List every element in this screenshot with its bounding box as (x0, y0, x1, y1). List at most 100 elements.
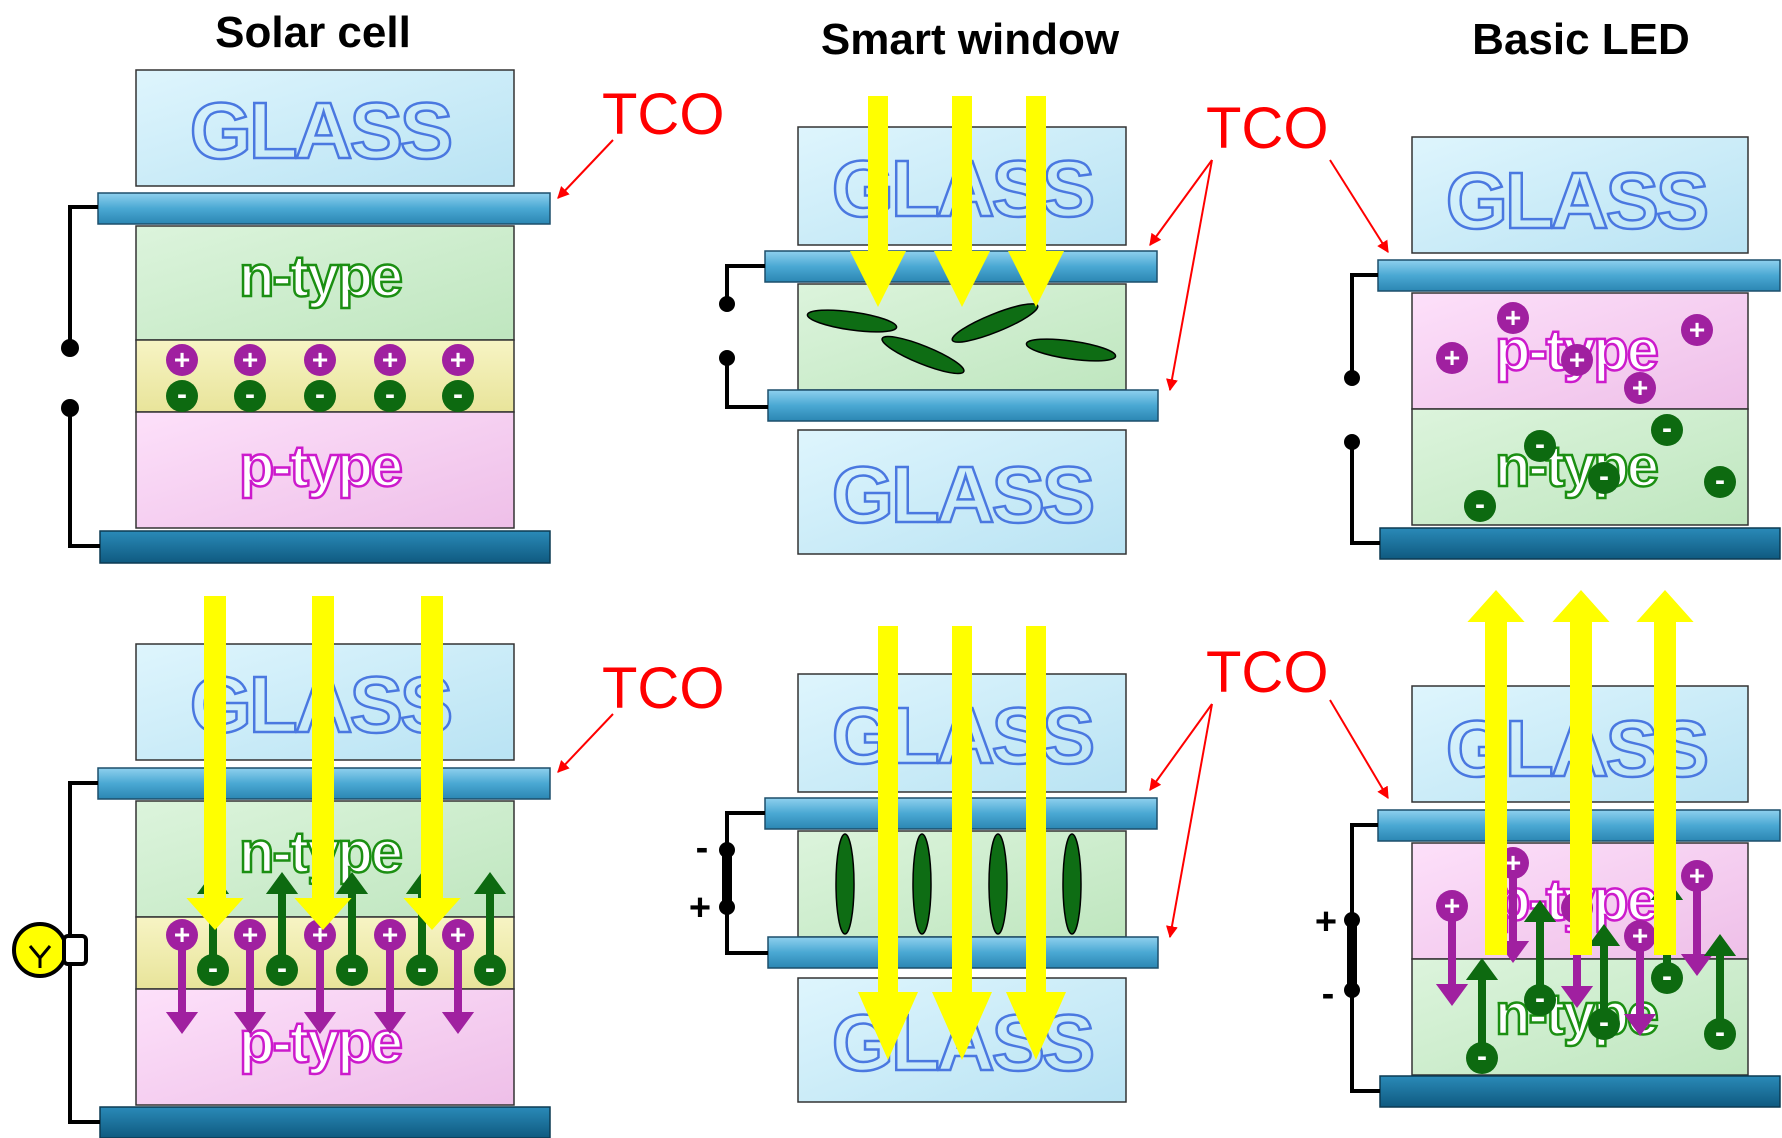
tco-pointer (557, 713, 614, 773)
svg-text:+: + (312, 344, 328, 375)
hole-charge: + (166, 344, 198, 376)
hole-drift-arrow (373, 950, 407, 1034)
electron-charge: - (266, 952, 298, 986)
hole-drift-arrow (1680, 888, 1714, 976)
terminal-dot (1344, 982, 1360, 998)
hole-drift-arrow (441, 950, 475, 1034)
svg-text:-: - (1599, 460, 1609, 493)
hole-charge: + (1561, 344, 1593, 376)
light-ray (294, 596, 352, 930)
svg-text:+: + (1505, 847, 1521, 878)
polarity-negative: - (696, 827, 709, 869)
led-bottom: GLASS p-type n-type + - (1315, 685, 1781, 1108)
emitted-light-ray (1552, 590, 1610, 955)
electron-charge: - (474, 952, 506, 986)
circuit-wire (1350, 273, 1378, 378)
svg-text:+: + (382, 344, 398, 375)
polarity-negative: - (1322, 973, 1335, 1015)
glass-layer (797, 429, 1127, 555)
hole-drift-arrow (1623, 948, 1657, 1036)
svg-text:+: + (1632, 920, 1648, 951)
polarity-positive: + (689, 887, 711, 929)
back-contact (99, 1106, 551, 1138)
electron-charge: - (442, 378, 474, 412)
back-contact (1379, 527, 1781, 560)
n-type-label: n-type (1495, 434, 1658, 499)
electron-drift-arrow (335, 872, 369, 955)
svg-text:-: - (347, 952, 357, 985)
svg-text:-: - (1477, 1040, 1487, 1073)
hole-charge: + (166, 919, 198, 951)
polarity-positive: + (1315, 901, 1337, 943)
hole-charge: + (1624, 920, 1656, 952)
electron-drift-arrow (1703, 934, 1737, 1026)
glass-label: GLASS (832, 450, 1093, 539)
p-type-layer (135, 411, 515, 529)
hole-charge: + (374, 919, 406, 951)
tco-pointer (557, 139, 614, 199)
electron-charge: - (304, 378, 336, 412)
hole-charge: + (1436, 890, 1468, 922)
circuit-wire (68, 205, 98, 348)
svg-text:+: + (174, 344, 190, 375)
svg-text:+: + (1444, 890, 1460, 921)
terminal-dot (719, 350, 735, 366)
p-type-layer (135, 988, 515, 1106)
light-ray (403, 596, 461, 930)
tco-pointer (1149, 703, 1213, 791)
svg-text:-: - (1715, 464, 1725, 497)
electron-charge: - (1704, 464, 1736, 498)
electron-charge: - (1588, 460, 1620, 494)
svg-text:-: - (1662, 960, 1672, 993)
svg-text:-: - (1535, 982, 1545, 1015)
svg-text:+: + (242, 344, 258, 375)
tco-label: TCO (602, 656, 724, 721)
tco-layer (1377, 259, 1781, 292)
hole-drift-arrow (165, 950, 199, 1034)
solar-cell-top: GLASS n-type p-type (61, 69, 551, 564)
terminal-dot (719, 842, 735, 858)
electron-charge: - (166, 378, 198, 412)
hole-charge: + (234, 919, 266, 951)
electron-charge: - (1588, 1006, 1620, 1040)
hole-charge: + (1497, 302, 1529, 334)
svg-text:+: + (382, 919, 398, 950)
p-type-label: p-type (239, 434, 402, 499)
hole-charge: + (1436, 342, 1468, 374)
svg-text:-: - (485, 952, 495, 985)
svg-text:-: - (177, 378, 187, 411)
glass-label: GLASS (1446, 156, 1707, 245)
liquid-crystal-molecules (806, 303, 1117, 375)
liquid-crystal-molecules (835, 833, 1082, 935)
svg-text:-: - (417, 952, 427, 985)
svg-text:-: - (385, 378, 395, 411)
back-contact (1379, 1075, 1781, 1108)
electron-charge: - (1524, 428, 1556, 462)
svg-text:-: - (1475, 488, 1485, 521)
electron-charge: - (1466, 1040, 1498, 1074)
tco-pointer (1166, 159, 1213, 392)
svg-text:+: + (450, 919, 466, 950)
hole-charge: + (442, 919, 474, 951)
light-ray (186, 596, 244, 930)
led-top: GLASS p-type n-type (1344, 136, 1781, 560)
hole-charge: + (304, 344, 336, 376)
hole-drift-arrow (1560, 920, 1594, 1008)
svg-text:+: + (450, 344, 466, 375)
tco-label: TCO (602, 82, 724, 147)
electron-drift-arrow (473, 872, 507, 955)
terminal-dot (61, 339, 79, 357)
tco-pointer (1149, 159, 1213, 246)
glass-layer (135, 69, 515, 187)
svg-text:+: + (242, 919, 258, 950)
electron-charge: - (336, 952, 368, 986)
glass-label: GLASS (190, 86, 451, 175)
electron-drift-arrow (1523, 900, 1557, 992)
hole-charge: + (234, 344, 266, 376)
tco-layer (767, 389, 1159, 422)
hole-charge: + (1681, 860, 1713, 892)
electron-drift-arrow (1465, 958, 1499, 1050)
circuit-wire (1350, 442, 1380, 545)
back-contact (99, 530, 551, 564)
